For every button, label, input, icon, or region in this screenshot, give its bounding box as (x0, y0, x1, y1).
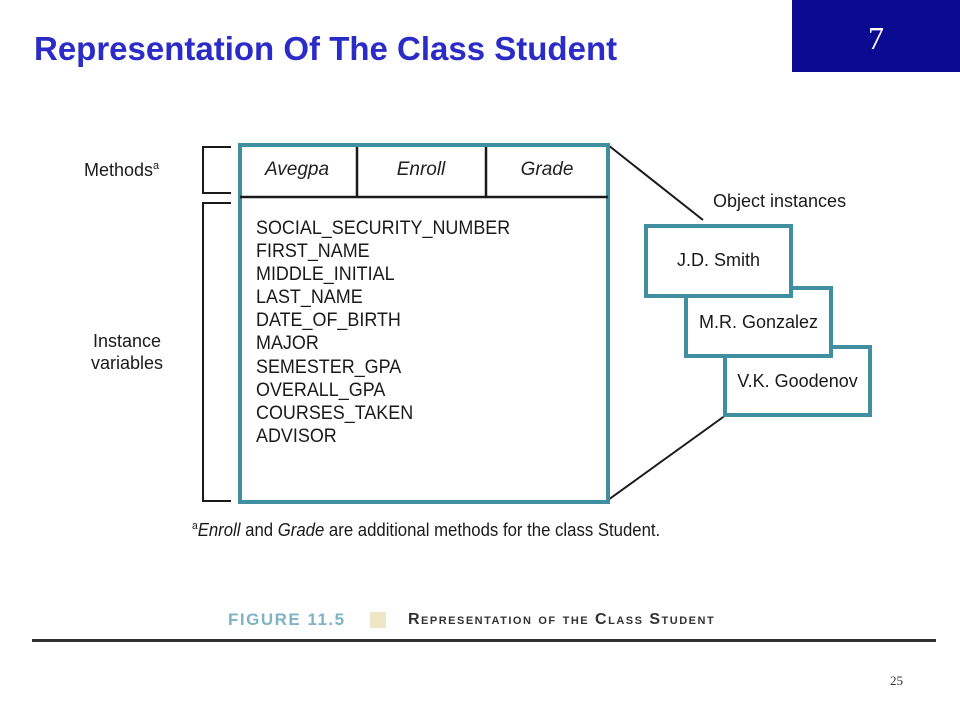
footnote-rest: are additional methods for the class Stu… (324, 520, 661, 540)
footnote-superscript: a (192, 520, 198, 532)
methods-bracket (202, 146, 231, 194)
method-grade: Grade (520, 159, 574, 180)
page-title: Representation Of The Class Student (34, 30, 618, 67)
instance-variables-label: Instance variables (84, 330, 170, 374)
connector-line-top (607, 144, 704, 221)
instance-variable-list: SOCIAL_SECURITY_NUMBER FIRST_NAME MIDDLE… (256, 217, 510, 448)
object-box-smith (644, 224, 793, 298)
instance-variable: ADVISOR (256, 424, 337, 447)
instance-variable: DATE_OF_BIRTH (256, 309, 401, 332)
instance-variable: SOCIAL_SECURITY_NUMBER (256, 217, 511, 239)
instance-variable: COURSES_TAKEN (256, 401, 414, 424)
footnote: aEnroll and Grade are additional methods… (192, 520, 660, 541)
slide-number-badge: 7 (792, 0, 960, 72)
instance-variable: SEMESTER_GPA (256, 355, 402, 378)
method-avegpa: Avegpa (264, 159, 330, 180)
class-box (238, 143, 610, 504)
methods-label-superscript: a (153, 160, 160, 172)
methods-label: Methodsa (84, 160, 159, 181)
figure-caption: Representation of the Class Student (408, 611, 716, 628)
object-instance-goodenov: V.K. Goodenov (737, 371, 858, 391)
instance-variable: LAST_NAME (256, 286, 363, 309)
object-instances-label: Object instances (713, 191, 847, 211)
footnote-and: and (240, 520, 278, 540)
instance-variable: MIDDLE_INITIAL (256, 263, 395, 286)
method-enroll: Enroll (396, 159, 446, 180)
instance-variable: OVERALL_GPA (256, 378, 386, 401)
instance-variable: MAJOR (256, 332, 319, 355)
figure-swatch (370, 612, 386, 628)
instance-label-line-2: variables (90, 353, 164, 373)
slide-number: 7 (868, 20, 884, 56)
methods-label-text: Methods (84, 160, 154, 180)
connector-line-bottom (607, 414, 727, 501)
caption-rule (32, 639, 936, 642)
page-number: 25 (890, 673, 903, 686)
object-instance-gonzalez: M.R. Gonzalez (698, 312, 819, 332)
footnote-enroll: Enroll (197, 520, 241, 540)
instance-label-line-1: Instance (92, 331, 162, 351)
figure-number: FIGURE 11.5 (228, 610, 346, 629)
object-box-gonzalez (684, 286, 833, 358)
instance-variable: FIRST_NAME (256, 240, 370, 263)
object-instance-smith: J.D. Smith (676, 250, 760, 270)
footnote-grade: Grade (277, 520, 325, 540)
instance-variables-bracket (202, 202, 231, 502)
